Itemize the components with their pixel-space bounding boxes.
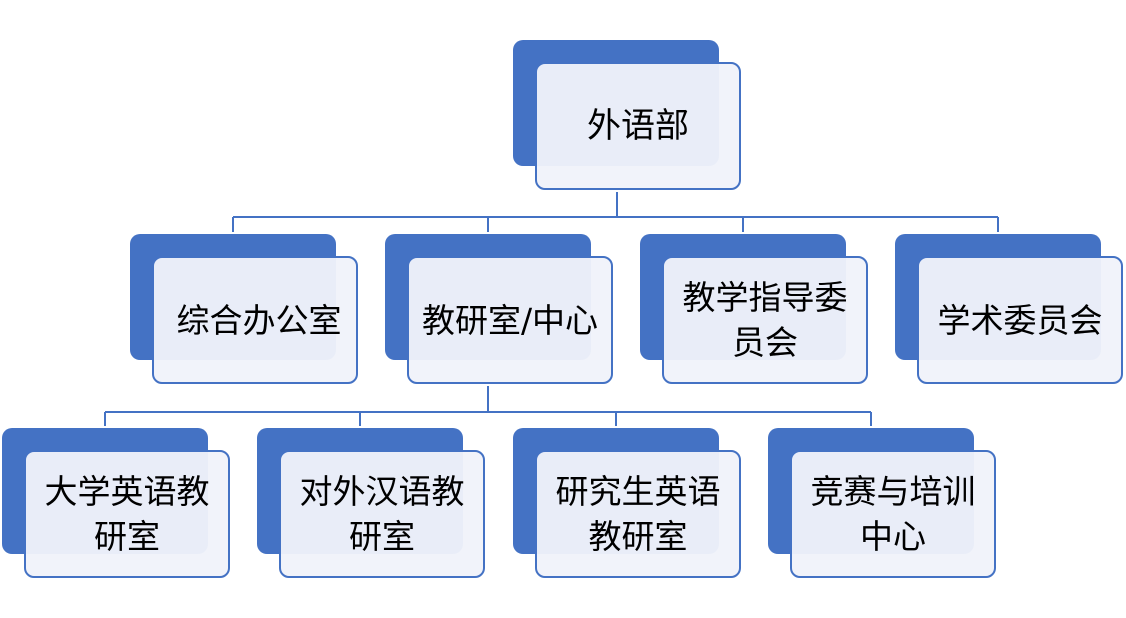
node-dept-card: 综合办公室	[152, 256, 358, 384]
node-dept-card: 学术委员会	[917, 256, 1123, 384]
node-dept-label: 综合办公室	[176, 300, 342, 340]
node-dept-label: 教研室/中心	[421, 300, 599, 340]
node-root-label: 外语部	[587, 105, 689, 146]
node-section-label: 竞赛与培训中心	[810, 472, 976, 556]
node-dept-label: 教学指导委员会	[682, 278, 848, 362]
node-section-card: 研究生英语教研室	[535, 450, 741, 578]
node-dept-card: 教学指导委员会	[662, 256, 868, 384]
node-root-card: 外语部	[535, 62, 741, 190]
node-section-card: 大学英语教研室	[24, 450, 230, 578]
node-dept-card: 教研室/中心	[407, 256, 613, 384]
node-section-label: 研究生英语教研室	[555, 472, 721, 556]
node-section-label: 对外汉语教研室	[299, 472, 465, 556]
node-section-card: 对外汉语教研室	[279, 450, 485, 578]
node-dept-label: 学术委员会	[937, 300, 1103, 340]
node-section-label: 大学英语教研室	[44, 472, 210, 556]
node-section-card: 竞赛与培训中心	[790, 450, 996, 578]
